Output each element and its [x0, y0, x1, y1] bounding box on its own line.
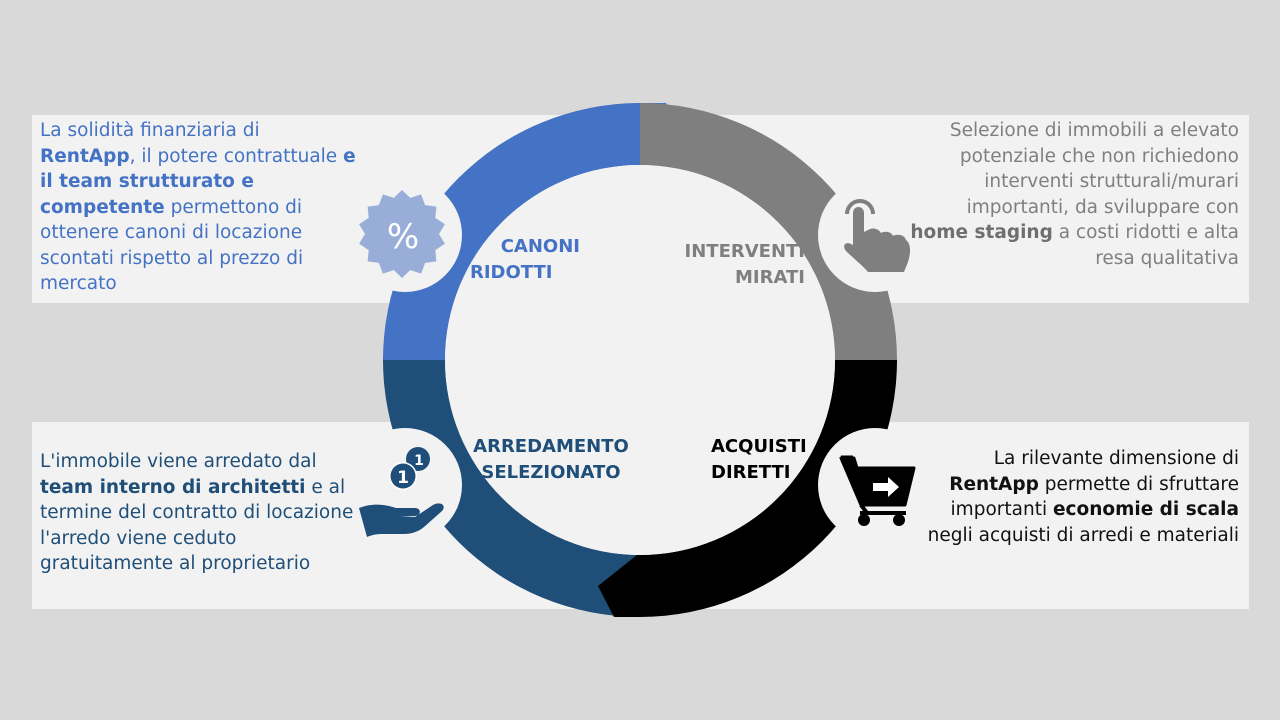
shopping-cart-icon [839, 455, 916, 526]
stage-label-arredamento: ARREDAMENTO SELEZIONATO [473, 436, 629, 483]
hand-coins-icon: 1 1 [359, 447, 444, 537]
description-arredamento: L'immobile viene arredato dal team inter… [40, 451, 354, 574]
cycle-segment-canoni [383, 103, 683, 360]
stage-label-interventi: INTERVENTI MIRATI [684, 241, 805, 288]
stage-label-canoni: CANONI RIDOTTI [470, 236, 580, 283]
description-acquisti: La rilevante dimensione di RentApp perme… [927, 448, 1239, 546]
stage-label-acquisti: ACQUISTI DIRETTI [711, 436, 807, 483]
cycle-center [445, 165, 835, 555]
svg-text:%: % [387, 217, 419, 257]
description-interventi: Selezione di immobili a elevato potenzia… [910, 120, 1239, 269]
svg-text:1: 1 [414, 453, 424, 469]
percent-badge-icon: % [359, 190, 445, 278]
description-canoni: La solidità finanziaria di RentApp, il p… [40, 120, 356, 294]
cycle-segment-interventi [640, 103, 897, 398]
cycle-segment-acquisti [598, 360, 897, 617]
touch-hand-icon [844, 199, 911, 272]
svg-text:1: 1 [397, 468, 409, 488]
